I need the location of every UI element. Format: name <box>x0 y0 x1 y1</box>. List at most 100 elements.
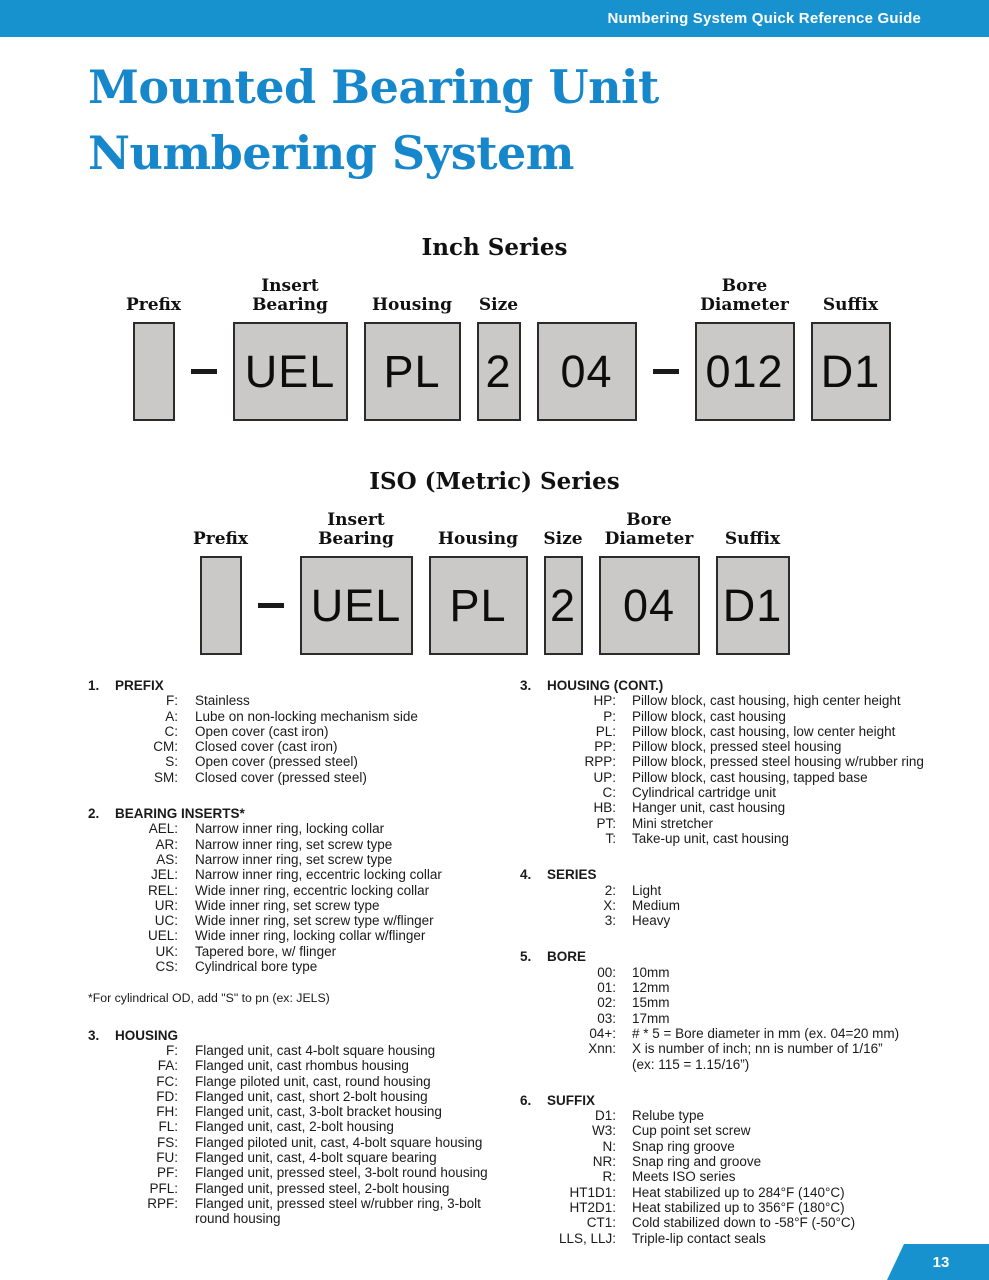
code-box <box>199 556 242 655</box>
section-number: 1. <box>88 678 100 693</box>
code-description: 15mm <box>632 995 670 1011</box>
code-label: N: <box>602 1138 617 1154</box>
code-description: Flanged unit, cast, 2-bolt housing <box>195 1119 394 1135</box>
legend-section: 2.BEARING INSERTS*AEL:Narrow inner ring,… <box>88 806 513 1007</box>
code-row: RPF:Flanged unit, pressed steel w/rubber… <box>88 1196 513 1227</box>
code-row: LLS, LLJ:Triple-lip contact seals <box>520 1231 965 1246</box>
dash-separator <box>652 369 679 374</box>
field-label: Housing <box>371 295 453 315</box>
code-description: Cup point set screw <box>632 1123 751 1139</box>
field-label: Bore Diameter <box>604 510 694 549</box>
section-title: HOUSING (CONT.) <box>547 678 664 693</box>
code-label: T: <box>605 830 616 846</box>
code-description: Wide inner ring, eccentric locking colla… <box>195 882 430 898</box>
code-box <box>132 322 175 421</box>
dash-separator <box>190 369 217 374</box>
code-row: FH:Flanged unit, cast, 3-bolt bracket ho… <box>88 1104 513 1119</box>
field-label: Housing <box>437 529 519 549</box>
code-row: FL: Flanged unit, cast, 2-bolt housing <box>88 1119 513 1134</box>
code-description: Narrow inner ring, eccentric locking col… <box>195 867 442 883</box>
header-bar: Numbering System Quick Reference Guide <box>0 0 989 37</box>
code-cell: Prefix <box>126 273 181 421</box>
code-row: PP:Pillow block, pressed steel housing <box>520 739 965 754</box>
code-description: Cylindrical cartridge unit <box>632 785 777 801</box>
code-label: FH: <box>156 1104 178 1120</box>
code-label: 02: <box>597 995 616 1011</box>
header-title: Numbering System Quick Reference Guide <box>607 10 921 27</box>
section-title: HOUSING <box>115 1027 179 1043</box>
code-description: Flanged unit, cast, 4-bolt square bearin… <box>195 1150 437 1166</box>
code-row: 02: 15mm <box>520 995 965 1010</box>
section-number: 2. <box>88 806 100 822</box>
code-label: REL: <box>147 882 178 898</box>
code-row: F:Stainless <box>88 693 513 708</box>
field-label: Size <box>543 529 583 549</box>
code-description: Flanged unit, pressed steel w/rubber rin… <box>195 1195 481 1227</box>
code-label: CM: <box>153 739 178 755</box>
section-title: SERIES <box>547 867 597 883</box>
section-number: 5. <box>520 949 532 965</box>
code-label: FS: <box>156 1134 178 1150</box>
diagram-title: ISO (Metric) Series <box>369 468 620 495</box>
code-row: 01:12mm <box>520 980 965 995</box>
code-row: R:Meets ISO series <box>520 1169 965 1184</box>
code-label: P: <box>603 708 616 724</box>
code-description: Hanger unit, cast housing <box>632 800 786 816</box>
code-description: Take-up unit, cast housing <box>632 830 789 846</box>
code-label: C: <box>602 785 617 801</box>
code-label: 01: <box>597 980 616 996</box>
code-label: W3: <box>591 1123 616 1139</box>
code-description: Narrow inner ring, set screw type <box>195 851 393 867</box>
code-box: UEL <box>299 556 413 655</box>
code-label: AEL: <box>148 821 178 837</box>
code-row: Xnn:X is number of inch; nn is number of… <box>520 1041 965 1072</box>
page-title-line1: Mounted Bearing Unit <box>88 60 659 114</box>
code-row: PF:Flanged unit, pressed steel, 3-bolt r… <box>88 1165 513 1180</box>
code-label: PP: <box>594 739 616 755</box>
code-description: Mini stretcher <box>632 815 714 831</box>
code-label: 03: <box>597 1010 616 1026</box>
code-description: Flanged piloted unit, cast, 4-bolt squar… <box>195 1134 483 1150</box>
code-box: PL <box>363 322 461 421</box>
code-description: Heat stabilized up to 284°F (140°C) <box>632 1184 845 1200</box>
footnote: *For cylindrical OD, add "S" to pn (ex: … <box>88 991 330 1006</box>
code-box: PL <box>428 556 528 655</box>
code-row: C: Cylindrical cartridge unit <box>520 785 965 800</box>
code-row: FD:Flanged unit, cast, short 2-bolt hous… <box>88 1089 513 1104</box>
code-label: 04+: <box>589 1025 616 1041</box>
code-row: 00: 10mm <box>520 965 965 980</box>
code-description: Cylindrical bore type <box>195 959 318 975</box>
code-row: PL:Pillow block, cast housing, low cente… <box>520 724 965 739</box>
code-row: FS: Flanged piloted unit, cast, 4-bolt sq… <box>88 1135 513 1150</box>
code-description: Cold stabilized down to -58°F (-50°C) <box>632 1215 856 1231</box>
code-label: FL: <box>158 1119 178 1135</box>
code-label: PFL: <box>149 1180 178 1196</box>
code-description: Relube type <box>632 1108 705 1124</box>
code-description: 10mm <box>632 964 670 980</box>
code-row: T: Take-up unit, cast housing <box>520 831 965 846</box>
code-label: 00: <box>597 964 616 980</box>
code-label: F: <box>166 693 178 709</box>
page-title-line2: Numbering System <box>88 126 574 180</box>
field-label: Prefix <box>192 529 249 549</box>
code-label: UK: <box>155 943 178 959</box>
code-label: HB: <box>593 800 616 816</box>
code-description: Narrow inner ring, set screw type <box>195 836 393 852</box>
section-number: 3. <box>520 678 532 693</box>
code-label: FC: <box>156 1073 178 1089</box>
code-row: 3:Heavy <box>520 913 965 928</box>
code-row: N:Snap ring groove <box>520 1139 965 1154</box>
code-cell: Prefix <box>193 507 248 655</box>
code-description: Pillow block, cast housing, high center … <box>632 693 901 709</box>
code-description: Flanged unit, pressed steel, 2-bolt hous… <box>195 1180 450 1196</box>
code-row: JEL:Narrow inner ring, eccentric locking… <box>88 867 513 882</box>
code-row: D1:Relube type <box>520 1108 965 1123</box>
code-description: Flanged unit, cast rhombus housing <box>195 1058 409 1074</box>
code-description: Pillow block, cast housing <box>632 708 786 724</box>
